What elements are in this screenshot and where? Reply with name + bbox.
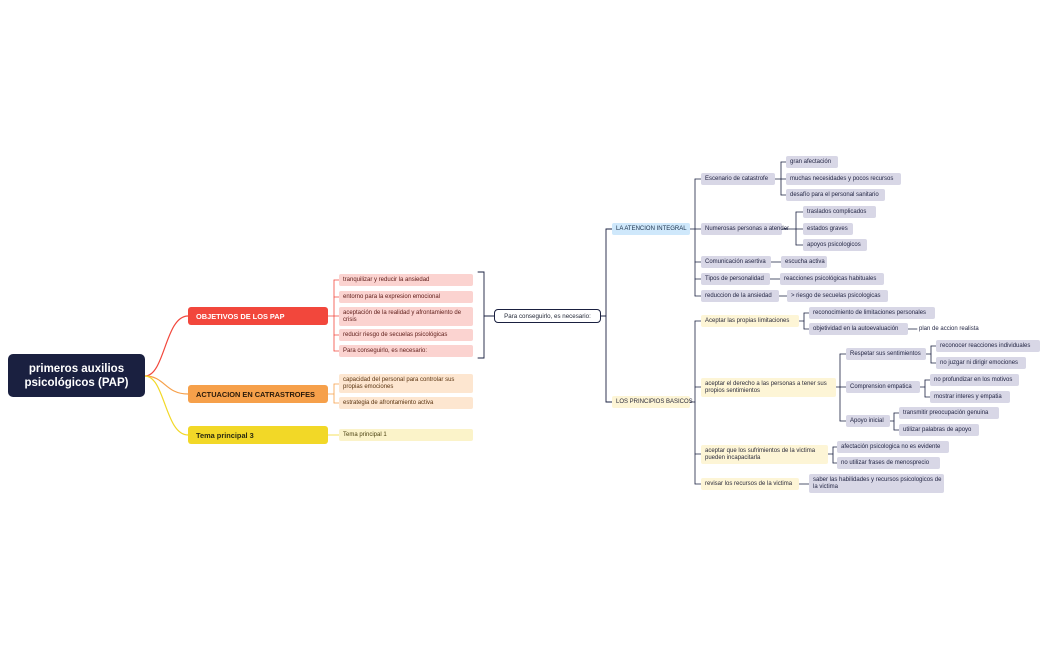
numerosas-item[interactable]: traslados complicados xyxy=(803,206,876,218)
empatica-item[interactable]: no profundizar en los motivos xyxy=(930,374,1019,386)
limitaciones-item[interactable]: reconocimiento de limitaciones personale… xyxy=(809,307,935,319)
objetivo-item[interactable]: aceptación de la realidad y afrontamient… xyxy=(339,307,473,326)
reduccion-ansiedad[interactable]: reduccion de la ansiedad xyxy=(701,290,779,302)
aceptar-sufrimientos[interactable]: aceptar que los sufrimientos de la victi… xyxy=(701,445,828,464)
comunicacion-item[interactable]: escucha activa xyxy=(781,256,827,268)
summary-node[interactable]: Para conseguirlo, es necesario: xyxy=(494,309,601,323)
sufrimientos-item[interactable]: no utilizar frases de menosprecio xyxy=(837,457,940,469)
plan-accion-realista[interactable]: plan de accion realista xyxy=(919,325,979,332)
sufrimientos-item[interactable]: afectación psicologica no es evidente xyxy=(837,441,949,453)
comunicacion-asertiva[interactable]: Comunicación asertiva xyxy=(701,256,771,268)
numerosas-item[interactable]: estados graves xyxy=(803,223,853,235)
tema-3-item[interactable]: Tema principal 1 xyxy=(339,429,473,441)
principios-basicos[interactable]: LOS PRINCIPIOS BASICOS xyxy=(612,396,693,408)
respetar-item[interactable]: no juzgar ni dirigir emociones xyxy=(936,357,1026,369)
aceptar-derecho[interactable]: aceptar el derecho a las personas a tene… xyxy=(701,378,836,397)
reduccion-item[interactable]: > riesgo de secuelas psicologicas xyxy=(787,290,888,302)
actuacion-item[interactable]: capacidad del personal para controlar su… xyxy=(339,374,473,393)
aceptar-limitaciones[interactable]: Aceptar las propias limitaciones xyxy=(701,315,799,327)
escenario-item[interactable]: desafío para el personal sanitario xyxy=(786,189,885,201)
tipos-item[interactable]: reacciones psicológicas habituales xyxy=(780,273,884,285)
apoyo-item[interactable]: transmitir preocupación genuina xyxy=(899,407,999,419)
respetar-sentimientos[interactable]: Respetar sus sentimientos xyxy=(846,348,926,360)
branch-tema-3[interactable]: Tema principal 3 xyxy=(188,426,328,444)
apoyo-item[interactable]: utilizar palabras de apoyo xyxy=(899,424,979,436)
root-node[interactable]: primeros auxilios psicológicos (PAP) xyxy=(8,354,145,397)
numerosas-item[interactable]: apoyos psicologicos xyxy=(803,239,867,251)
limitaciones-item[interactable]: objetividad en la autoevaluación xyxy=(809,323,908,335)
escenario-catastrofe[interactable]: Escenario de catastrofe xyxy=(701,173,775,185)
numerosas-personas[interactable]: Numerosas personas a atender xyxy=(701,223,789,235)
atencion-integral[interactable]: LA ATENCION INTEGRAL xyxy=(612,223,690,235)
objetivo-item[interactable]: reducir riesgo de secuelas psicológicas xyxy=(339,329,473,341)
branch-actuacion[interactable]: ACTUACION EN CATRASTROFES xyxy=(188,385,328,403)
escenario-item[interactable]: gran afectación xyxy=(786,156,838,168)
revisar-recursos[interactable]: revisar los recursos de la victima xyxy=(701,478,799,490)
comprension-empatica[interactable]: Comprension empatica xyxy=(846,381,920,393)
tipos-personalidad[interactable]: Tipos de personalidad xyxy=(701,273,770,285)
empatica-item[interactable]: mostrar interes y empatia xyxy=(930,391,1010,403)
respetar-item[interactable]: reconocer reacciones individuales xyxy=(936,340,1040,352)
objetivo-item[interactable]: Para conseguirlo, es necesario: xyxy=(339,345,473,357)
recursos-item[interactable]: saber las habilidades y recursos psicolo… xyxy=(809,474,944,493)
branch-objetivos[interactable]: OBJETIVOS DE LOS PAP xyxy=(188,307,328,325)
objetivo-item[interactable]: tranquilizar y reducir la ansiedad xyxy=(339,274,473,286)
escenario-item[interactable]: muchas necesidades y pocos recursos xyxy=(786,173,901,185)
objetivo-item[interactable]: entorno para la expresion emocional xyxy=(339,291,473,303)
apoyo-inicial[interactable]: Apoyo inicial xyxy=(846,415,890,427)
actuacion-item[interactable]: estrategia de afrontamiento activa xyxy=(339,397,473,409)
